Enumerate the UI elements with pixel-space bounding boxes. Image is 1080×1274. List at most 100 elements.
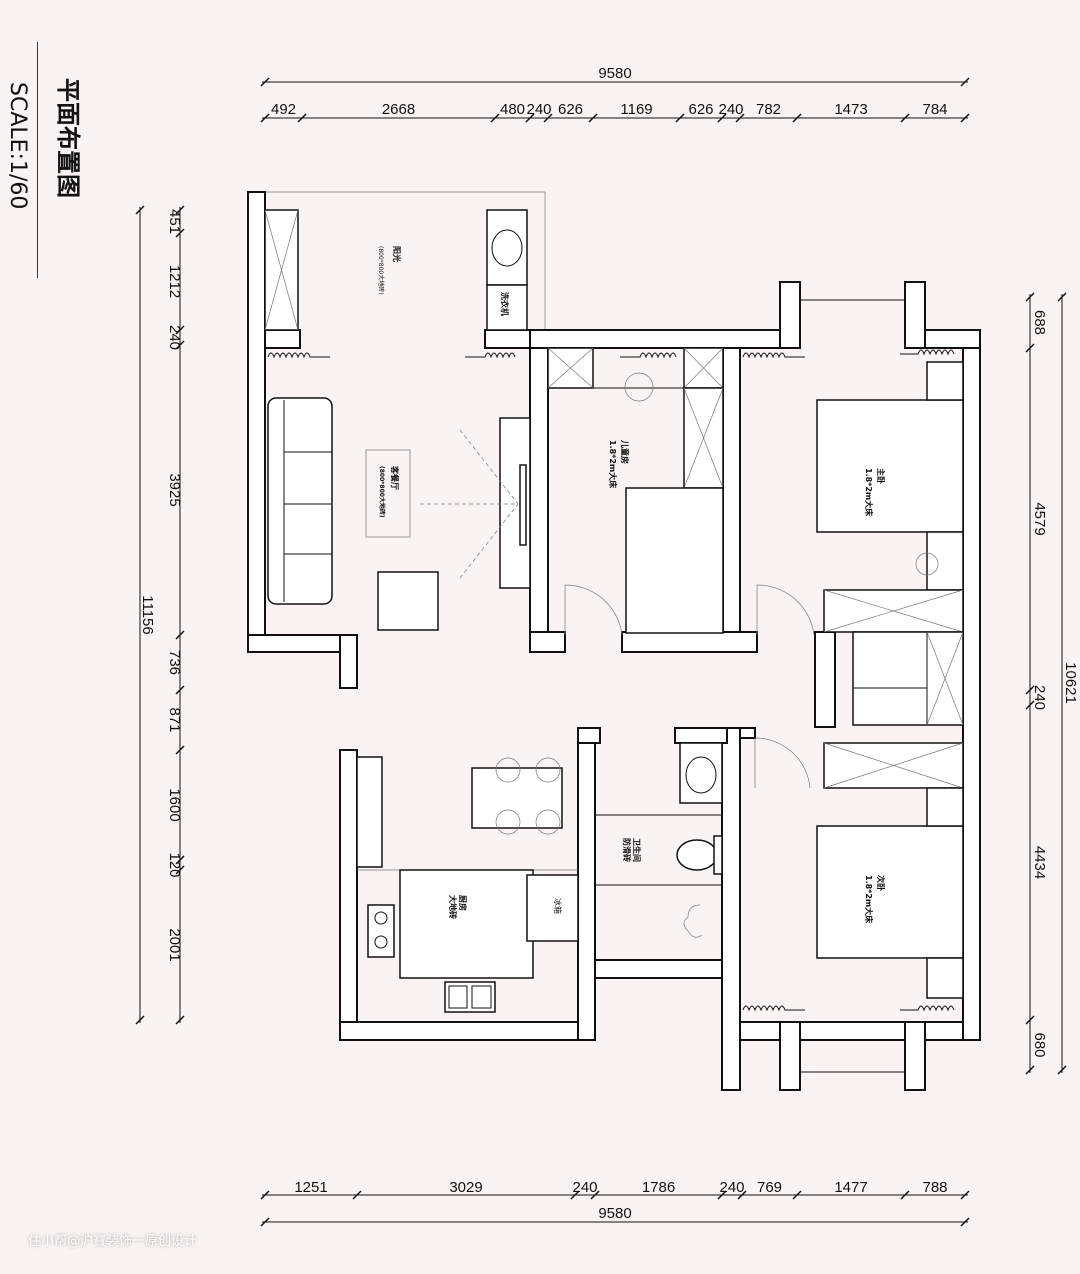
dim-left: 1212 bbox=[166, 265, 183, 298]
second-label: 次卧 bbox=[876, 875, 886, 891]
dimension-tick bbox=[175, 340, 185, 350]
dimension-tick bbox=[352, 1190, 362, 1200]
dim-right: 4579 bbox=[1031, 502, 1048, 535]
bathroom-fixtures bbox=[595, 742, 723, 938]
dimension-tick bbox=[1025, 700, 1035, 710]
dimension-tick bbox=[1025, 1015, 1035, 1025]
dimension-tick bbox=[260, 1190, 270, 1200]
kids-wardrobe bbox=[547, 347, 724, 489]
dim-top: 784 bbox=[922, 101, 947, 118]
second-door bbox=[754, 737, 811, 789]
dimension-tick bbox=[960, 113, 970, 123]
dim-bottom: 240 bbox=[719, 1179, 744, 1196]
kitchen-label: 厨房 bbox=[458, 895, 468, 911]
washer-label: 洗衣机 bbox=[500, 292, 510, 316]
master-wardrobe bbox=[823, 589, 964, 726]
dim-top: 626 bbox=[558, 101, 583, 118]
dimension-left bbox=[139, 207, 181, 1023]
dimension-tick bbox=[717, 1190, 727, 1200]
dimension-tick bbox=[175, 630, 185, 640]
living-note: (800*800大地砖) bbox=[378, 466, 386, 518]
dim-right: 680 bbox=[1031, 1032, 1048, 1057]
nightstand bbox=[926, 957, 964, 999]
living-label: 客餐厅 bbox=[390, 465, 400, 490]
dimension-tick bbox=[792, 1190, 802, 1200]
dim-top-total: 9580 bbox=[598, 65, 631, 82]
dim-left: 120 bbox=[166, 852, 183, 877]
kitchen-island bbox=[399, 869, 534, 979]
dimension-tick bbox=[525, 113, 535, 123]
dimension-tick bbox=[960, 1217, 970, 1227]
kids-room-note: 1.8*2m大床 bbox=[608, 440, 618, 489]
dimension-tick bbox=[900, 1190, 910, 1200]
watermark: 住小帮@沪寶装饰一原创设计 bbox=[28, 1234, 198, 1249]
dimension-tick bbox=[135, 205, 145, 215]
dim-left: 1600 bbox=[166, 788, 183, 821]
dimension-tick bbox=[1057, 292, 1067, 302]
dim-bottom: 769 bbox=[757, 1179, 782, 1196]
second-note: 1.8*2m大床 bbox=[864, 875, 874, 924]
dim-bottom: 1251 bbox=[294, 1179, 327, 1196]
washing-machine: 洗衣机 bbox=[486, 284, 528, 331]
bathroom-note: 防滑砖 bbox=[622, 838, 632, 862]
dim-bottom: 788 bbox=[922, 1179, 947, 1196]
dimension-tick bbox=[960, 77, 970, 87]
dim-left: 451 bbox=[166, 209, 183, 234]
sofa bbox=[267, 397, 333, 605]
dimension-bottom bbox=[262, 1194, 968, 1223]
master-door bbox=[756, 584, 815, 636]
cabinet bbox=[356, 756, 383, 868]
dimension-tick bbox=[260, 113, 270, 123]
dim-left-total: 11156 bbox=[139, 595, 156, 635]
dimension-tick bbox=[260, 77, 270, 87]
title-divider bbox=[37, 42, 38, 278]
dimension-tick bbox=[900, 113, 910, 123]
nightstand bbox=[926, 361, 964, 401]
dim-top: 626 bbox=[688, 101, 713, 118]
dimension-tick bbox=[175, 325, 185, 335]
dimension-tick bbox=[175, 205, 185, 215]
dimension-tick bbox=[1057, 1065, 1067, 1075]
radiators bbox=[267, 349, 955, 1012]
nightstand bbox=[926, 531, 964, 591]
dimension-tick bbox=[1025, 1065, 1035, 1075]
stove bbox=[367, 904, 395, 958]
dim-right: 4434 bbox=[1031, 846, 1048, 879]
dim-bottom: 3029 bbox=[449, 1179, 482, 1196]
dimension-tick bbox=[175, 228, 185, 238]
dimension-tick bbox=[175, 855, 185, 865]
dim-top: 480 bbox=[500, 101, 525, 118]
dimension-tick bbox=[1025, 685, 1035, 695]
balcony-storage bbox=[264, 209, 299, 331]
dimension-tick bbox=[260, 1217, 270, 1227]
bathroom-label: 卫生间 bbox=[632, 838, 642, 862]
dim-left: 736 bbox=[166, 650, 183, 675]
dim-top: 240 bbox=[526, 101, 551, 118]
dimension-top bbox=[262, 81, 968, 119]
walls bbox=[247, 191, 981, 1091]
dim-top: 1169 bbox=[620, 101, 652, 118]
dimension-tick bbox=[737, 1190, 747, 1200]
kitchen-sink bbox=[444, 981, 496, 1013]
dimension-tick bbox=[717, 113, 727, 123]
dimension-tick bbox=[590, 1190, 600, 1200]
dimension-tick bbox=[175, 1015, 185, 1025]
fridge-label: 冰箱 bbox=[553, 898, 563, 914]
dimension-tick bbox=[675, 113, 685, 123]
dining-table bbox=[471, 757, 563, 835]
dim-top: 492 bbox=[271, 101, 296, 118]
dim-bottom-total: 9580 bbox=[598, 1205, 631, 1222]
dim-bottom: 1786 bbox=[642, 1179, 675, 1196]
dim-top: 1473 bbox=[834, 101, 867, 118]
dim-top: 782 bbox=[756, 101, 781, 118]
second-wardrobe bbox=[823, 742, 964, 789]
dimension-tick bbox=[588, 113, 598, 123]
kids-room-label: 儿童房 bbox=[620, 439, 630, 464]
dimension-tick bbox=[175, 865, 185, 875]
ottoman bbox=[377, 571, 439, 631]
dim-top: 2668 bbox=[382, 101, 415, 118]
dimension-tick bbox=[960, 1190, 970, 1200]
kids-bed bbox=[625, 487, 724, 634]
dim-left: 3925 bbox=[166, 473, 183, 506]
